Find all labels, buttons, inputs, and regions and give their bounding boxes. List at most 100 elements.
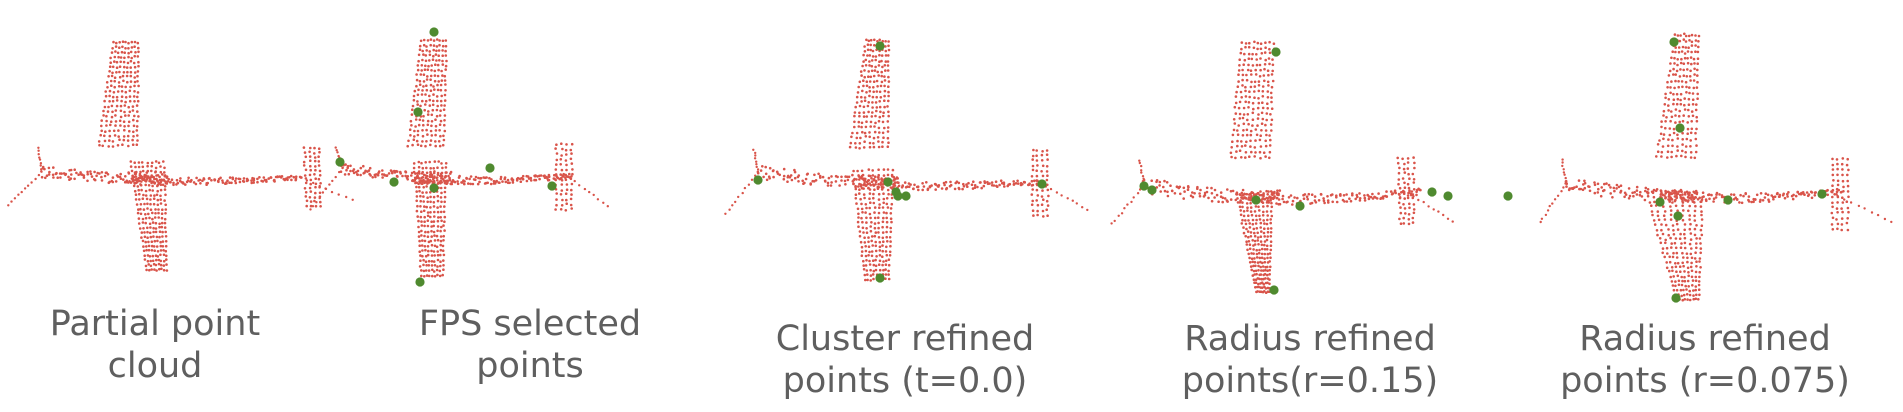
cloud-point	[52, 166, 55, 169]
cloud-point	[1627, 187, 1631, 190]
cloud-point	[135, 129, 139, 132]
cloud-point	[872, 142, 875, 145]
cloud-point	[1615, 183, 1619, 187]
caption-line-1: Radius refined	[1184, 319, 1436, 359]
cloud-point	[428, 175, 432, 179]
cloud-point	[866, 104, 870, 108]
cloud-point	[420, 244, 424, 247]
cloud-point	[1248, 95, 1251, 99]
cloud-point	[424, 254, 428, 258]
cloud-point	[1248, 155, 1251, 158]
cloud-point	[1233, 122, 1237, 125]
cloud-point	[132, 184, 136, 188]
cloud-point	[1688, 214, 1691, 217]
cloud-point	[1646, 188, 1650, 191]
cloud-point	[38, 156, 41, 159]
cloud-point	[1883, 217, 1887, 221]
cloud-point	[1262, 197, 1266, 201]
cloud-point	[1259, 190, 1262, 193]
cloud-point	[881, 39, 884, 43]
cloud-point	[1293, 196, 1296, 199]
cloud-point	[1242, 106, 1246, 110]
cloud-point	[1268, 40, 1271, 44]
cloud-point	[436, 250, 439, 253]
cloud-point	[1261, 265, 1265, 268]
cloud-point	[1695, 293, 1698, 297]
cloud-point	[414, 125, 417, 128]
cloud-point	[121, 143, 124, 146]
cloud-point	[1432, 208, 1435, 211]
cloud-point	[420, 229, 423, 233]
cloud-point	[1402, 222, 1406, 225]
cloud-point	[141, 217, 145, 221]
cloud-point	[877, 231, 880, 234]
cloud-point	[1694, 150, 1698, 154]
cloud-point	[789, 174, 793, 177]
cloud-point	[545, 175, 548, 179]
cloud-point	[435, 114, 439, 118]
cloud-point	[1342, 194, 1346, 197]
cloud-point	[432, 250, 436, 253]
cloud-point	[878, 90, 882, 94]
cloud-point	[854, 105, 857, 109]
cloud-point	[1249, 69, 1253, 72]
cloud-point	[1835, 218, 1838, 221]
cloud-point	[119, 109, 123, 113]
cloud-point	[111, 176, 115, 179]
cloud-point	[100, 124, 103, 128]
cloud-point	[163, 226, 167, 229]
selected-point	[1669, 37, 1679, 47]
cloud-point	[1269, 113, 1272, 116]
cloud-point	[395, 170, 399, 173]
cloud-point	[871, 95, 875, 99]
cloud-point	[856, 220, 860, 224]
selected-point	[1673, 211, 1683, 221]
cloud-point	[162, 160, 165, 163]
cloud-point	[1041, 209, 1045, 213]
cloud-point	[887, 40, 890, 43]
cloud-point	[146, 226, 149, 230]
cloud-point	[1396, 156, 1399, 160]
cloud-point	[126, 61, 130, 65]
cloud-point	[425, 49, 428, 52]
cloud-point	[420, 269, 423, 272]
cloud-point	[242, 177, 246, 180]
cloud-point	[317, 177, 321, 181]
cloud-point	[439, 205, 442, 208]
cloud-point	[874, 268, 878, 272]
cloud-point	[159, 202, 163, 205]
cloud-point	[442, 134, 445, 138]
cloud-point	[228, 181, 231, 184]
cloud-point	[944, 180, 948, 184]
cloud-point	[1675, 92, 1679, 96]
cloud-point	[1213, 188, 1217, 192]
cloud-point	[1314, 201, 1318, 204]
cloud-point	[873, 125, 876, 128]
cloud-point	[1662, 205, 1665, 208]
cloud-point	[1326, 195, 1329, 198]
cloud-point	[314, 182, 318, 186]
cloud-point	[592, 193, 595, 197]
cloud-point	[153, 177, 156, 181]
caption-line-2: points (r=0.075)	[1560, 361, 1850, 401]
cloud-point	[494, 180, 498, 183]
cloud-point	[444, 175, 447, 178]
cloud-point	[1046, 204, 1050, 207]
cloud-point	[423, 220, 426, 223]
cloud-point	[1644, 189, 1647, 193]
cloud-point	[878, 206, 881, 209]
cloud-point	[884, 250, 888, 253]
cloud-point	[318, 150, 321, 154]
cloud-point	[560, 183, 564, 186]
cloud-point	[1032, 214, 1035, 217]
cloud-point	[490, 178, 493, 181]
cloud-point	[125, 66, 129, 69]
cloud-point	[1666, 252, 1669, 255]
cloud-point	[40, 170, 43, 173]
cloud-point	[156, 250, 160, 253]
cloud-point	[1243, 192, 1246, 196]
cloud-point	[878, 203, 881, 206]
cloud-point	[1263, 235, 1266, 238]
cloud-point	[116, 144, 120, 147]
cloud-point	[1688, 86, 1691, 89]
